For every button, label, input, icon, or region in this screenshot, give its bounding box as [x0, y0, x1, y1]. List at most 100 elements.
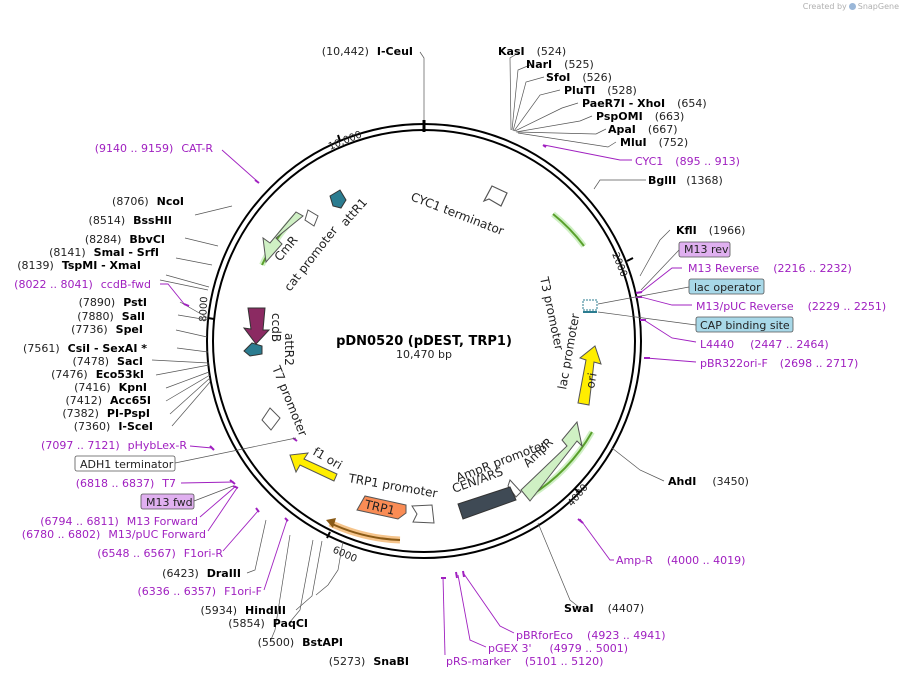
enzyme-snabi-name: SnaBI	[373, 655, 409, 668]
primer-cyc1-name: CYC1	[635, 155, 663, 168]
primer-cyc1: CYC1(895 .. 913)	[635, 155, 740, 168]
primer-m13-puc-forward-range: (6780 .. 6802)	[22, 528, 101, 541]
enzyme-spei: (7736)SpeI	[71, 323, 143, 336]
enzyme-pluti-pos: (528)	[607, 84, 637, 97]
feature-arc-1	[552, 213, 585, 247]
enzyme-sali-pos: (7880)	[77, 310, 114, 323]
enzyme-saci: (7478)SacI	[72, 355, 143, 368]
t7-promoter-arrow	[261, 407, 281, 431]
trp1-arrow	[356, 495, 407, 520]
primer-t7: (6818 .. 6837)T7	[76, 477, 176, 490]
primer-m13-reverse: M13 Reverse (2216 .. 2232)	[688, 262, 852, 275]
primer-pbr322ori-f-name: pBR322ori-F	[700, 357, 768, 370]
primer-amp-r-name: Amp-R	[616, 554, 653, 567]
enzyme-pi-pspi: (7382) PI-PspI	[62, 407, 150, 420]
lac-operator-leader	[597, 286, 690, 305]
enzyme-mlui-pos: (752)	[659, 136, 689, 149]
enzyme-saci-pos: (7478)	[72, 355, 109, 368]
primer-m13-forward-name: M13 Forward	[127, 515, 198, 528]
plasmid-size: 10,470 bp	[396, 348, 452, 361]
plasmid-name: pDN0520 (pDEST, TRP1)	[336, 334, 512, 349]
tick-10000	[337, 134, 341, 142]
enzyme-ncoi: (8706)NcoI	[112, 195, 184, 208]
enzyme-hindiii: (5934)HindIII	[200, 604, 286, 617]
m13-rev-leader	[640, 249, 680, 291]
enzyme-swai-name: SwaI	[564, 602, 594, 615]
primer-m13-puc-reverse-name: M13/pUC Reverse	[696, 300, 794, 313]
enzyme-pspomi-name: PspOMI	[596, 110, 643, 123]
primer-phyblex-r-range: (7097 .. 7121)	[41, 439, 120, 452]
primer-pbr322ori-f-range: (2698 .. 2717)	[780, 357, 859, 370]
enzyme-bglii-name: BglII	[648, 174, 676, 187]
primer-m13-forward-range: (6794 .. 6811)	[40, 515, 119, 528]
enzyme-psti: (7890)PstI	[79, 296, 147, 309]
m13-rev-box	[678, 241, 731, 258]
tick-label-10000: 10,000	[327, 129, 364, 152]
primer-t7-name: T7	[161, 477, 176, 490]
primer-leader-lines	[160, 144, 697, 656]
cap-site-box	[695, 316, 794, 333]
leader-lines	[151, 51, 671, 643]
adh1-terminator-box	[74, 455, 176, 472]
primer-pgex3-name: pGEX 3'	[488, 642, 532, 655]
tick-label-2000: 2000	[609, 251, 629, 279]
primer-prs-marker-range: (5101 .. 5120)	[525, 655, 604, 668]
ampr-promoter-arrow	[507, 479, 522, 498]
m13-rev-label: M13 rev	[684, 243, 729, 256]
enzyme-bbvci-name: BbvCI	[129, 233, 165, 246]
enzyme-pluti: PluTI(528)	[564, 84, 637, 97]
enzyme-acc65i-pos: (7412)	[65, 394, 102, 407]
enzyme-pi-pspi-pos: (7382)	[62, 407, 99, 420]
primer-l4440-name: L4440	[700, 338, 734, 351]
cmr-arrow	[262, 211, 304, 264]
primer-l4440: L4440(2447 .. 2464)	[700, 338, 829, 351]
enzyme-i-scei: (7360)I-SceI	[74, 420, 153, 433]
primer-ccdb-fwd-range: (8022 .. 8041)	[14, 278, 93, 291]
enzyme-iceui-name: I-CeuI	[377, 45, 413, 58]
lac-operator-label: lac operator	[694, 281, 761, 294]
t7-promoter-label: T7 promoter	[269, 363, 310, 438]
enzyme-smai-srfi-name: SmaI - SrfI	[94, 246, 159, 259]
lac-operator-box	[688, 278, 765, 295]
primer-pbrforeco: pBRforEco(4923 .. 4941)	[516, 629, 666, 642]
enzyme-kpni-pos: (7416)	[74, 381, 111, 394]
trp1-promoter-arrow	[411, 504, 435, 524]
enzyme-swai-pos: (4407)	[608, 602, 645, 615]
cen-ars-block	[457, 486, 517, 520]
enzyme-sfoi-name: SfoI	[546, 71, 570, 84]
tick-8000	[207, 317, 215, 320]
lac-operator-glyph	[582, 299, 598, 311]
enzyme-csii-sexai-name: CsiI - SexAI *	[68, 342, 148, 355]
enzyme-bsshii: (8514)BssHII	[89, 214, 172, 227]
primer-amp-r: Amp-R(4000 .. 4019)	[616, 554, 745, 567]
enzyme-csii-sexai-pos: (7561)	[23, 342, 60, 355]
primer-phyblex-r-name: pHybLex-R	[128, 439, 188, 452]
attr1-glyph	[329, 189, 347, 209]
credit-product: SnapGene	[857, 2, 899, 11]
primer-m13-reverse-name: M13 Reverse	[688, 262, 759, 275]
primer-pbr322ori-f: pBR322ori-F (2698 .. 2717)	[700, 357, 858, 370]
m13-fwd-leader	[193, 485, 234, 502]
f1-ori-arrow	[289, 452, 338, 482]
enzyme-iceui-pos: (10,442)	[322, 45, 369, 58]
enzyme-pspomi: PspOMI(663)	[596, 110, 684, 123]
enzyme-paer7i-xhoi-name: PaeR7I - XhoI	[582, 97, 665, 110]
primer-f1ori-f: (6336 .. 6357)F1ori-F	[138, 585, 263, 598]
primer-prs-marker: pRS-marker(5101 .. 5120)	[446, 655, 603, 668]
enzyme-pi-pspi-name: PI-PspI	[107, 407, 150, 420]
enzyme-bstapi-name: BstAPI	[302, 636, 343, 649]
primer-marks	[183, 144, 650, 579]
enzyme-ahdi-name: AhdI	[668, 475, 696, 488]
enzyme-bstapi: (5500)BstAPI	[258, 636, 343, 649]
enzyme-kasi: KasI(524)	[498, 45, 566, 58]
enzyme-bglii: BglII(1368)	[648, 174, 723, 187]
enzyme-swai: SwaI (4407)	[564, 602, 644, 615]
enzyme-ahdi-pos: (3450)	[712, 475, 749, 488]
primer-f1ori-f-range: (6336 .. 6357)	[138, 585, 217, 598]
primer-m13-reverse-range: (2216 .. 2232)	[773, 262, 852, 275]
enzyme-i-scei-pos: (7360)	[74, 420, 111, 433]
enzyme-kfli: KflI(1966)	[676, 224, 745, 237]
ccdb-label: ccdB	[269, 313, 283, 342]
enzyme-paqci-pos: (5854)	[228, 617, 265, 630]
